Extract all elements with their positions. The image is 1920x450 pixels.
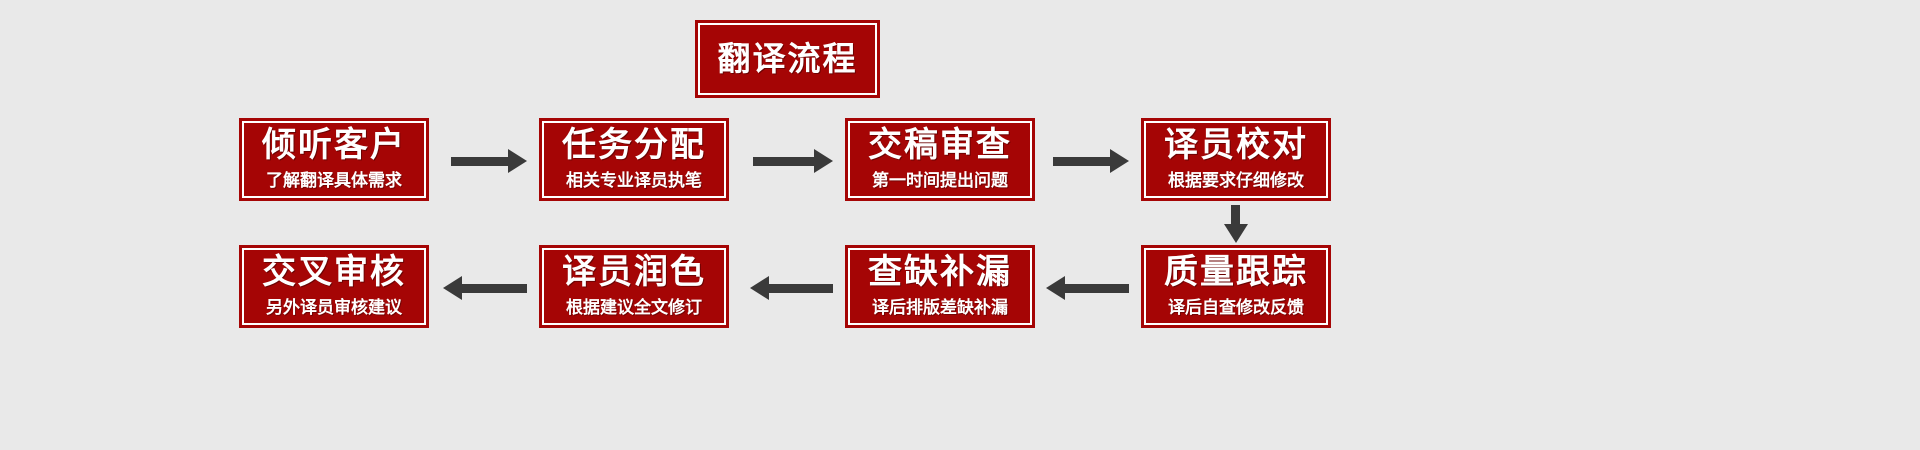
step-box-draft-review: 交稿审查 第一时间提出问题: [845, 118, 1035, 201]
step-box-gap-check: 查缺补漏 译后排版差缺补漏: [845, 245, 1035, 328]
step-subtitle: 另外译员审核建议: [266, 297, 402, 318]
arrow-listen-to-assign-icon: [451, 149, 527, 173]
arrow-head: [814, 149, 833, 173]
step-subtitle: 译后自查修改反馈: [1168, 297, 1304, 318]
arrow-shaft: [767, 284, 833, 293]
step-subtitle: 了解翻译具体需求: [266, 170, 402, 191]
arrow-quality-to-gapcheck-icon: [1046, 276, 1129, 300]
step-title: 交稿审查: [868, 125, 1012, 166]
arrow-polish-to-crosscheck-icon: [443, 276, 527, 300]
diagram-title-text: 翻译流程: [717, 38, 858, 78]
arrow-proofread-to-quality-icon: [1224, 205, 1248, 243]
step-box-task-assignment: 任务分配 相关专业译员执笔: [539, 118, 729, 201]
arrow-head: [443, 276, 462, 300]
step-title: 查缺补漏: [868, 252, 1012, 293]
step-subtitle: 译后排版差缺补漏: [872, 297, 1008, 318]
arrow-shaft: [1063, 284, 1129, 293]
arrow-head: [508, 149, 527, 173]
arrow-shaft: [1053, 157, 1112, 166]
step-title: 倾听客户: [262, 125, 406, 166]
step-subtitle: 第一时间提出问题: [872, 170, 1008, 191]
step-title: 译员润色: [562, 252, 706, 293]
step-subtitle: 相关专业译员执笔: [566, 170, 702, 191]
arrow-head: [1046, 276, 1065, 300]
step-box-translator-proofreading: 译员校对 根据要求仔细修改: [1141, 118, 1331, 201]
step-title: 交叉审核: [262, 252, 406, 293]
step-box-cross-check: 交叉审核 另外译员审核建议: [239, 245, 429, 328]
step-box-quality-tracking: 质量跟踪 译后自查修改反馈: [1141, 245, 1331, 328]
arrow-shaft: [451, 157, 510, 166]
arrow-shaft: [460, 284, 527, 293]
diagram-title-box: 翻译流程: [695, 20, 880, 98]
arrow-head: [1110, 149, 1129, 173]
step-title: 质量跟踪: [1164, 252, 1308, 293]
step-box-listen-to-customer: 倾听客户 了解翻译具体需求: [239, 118, 429, 201]
arrow-gapcheck-to-polish-icon: [750, 276, 833, 300]
step-box-translator-polishing: 译员润色 根据建议全文修订: [539, 245, 729, 328]
step-title: 任务分配: [562, 125, 706, 166]
arrow-head: [750, 276, 769, 300]
arrow-assign-to-review-icon: [753, 149, 833, 173]
arrow-head: [1224, 224, 1248, 243]
step-title: 译员校对: [1164, 125, 1308, 166]
arrow-review-to-proofread-icon: [1053, 149, 1129, 173]
step-subtitle: 根据建议全文修订: [566, 297, 702, 318]
arrow-shaft: [1231, 205, 1240, 226]
step-subtitle: 根据要求仔细修改: [1168, 170, 1304, 191]
arrow-shaft: [753, 157, 816, 166]
